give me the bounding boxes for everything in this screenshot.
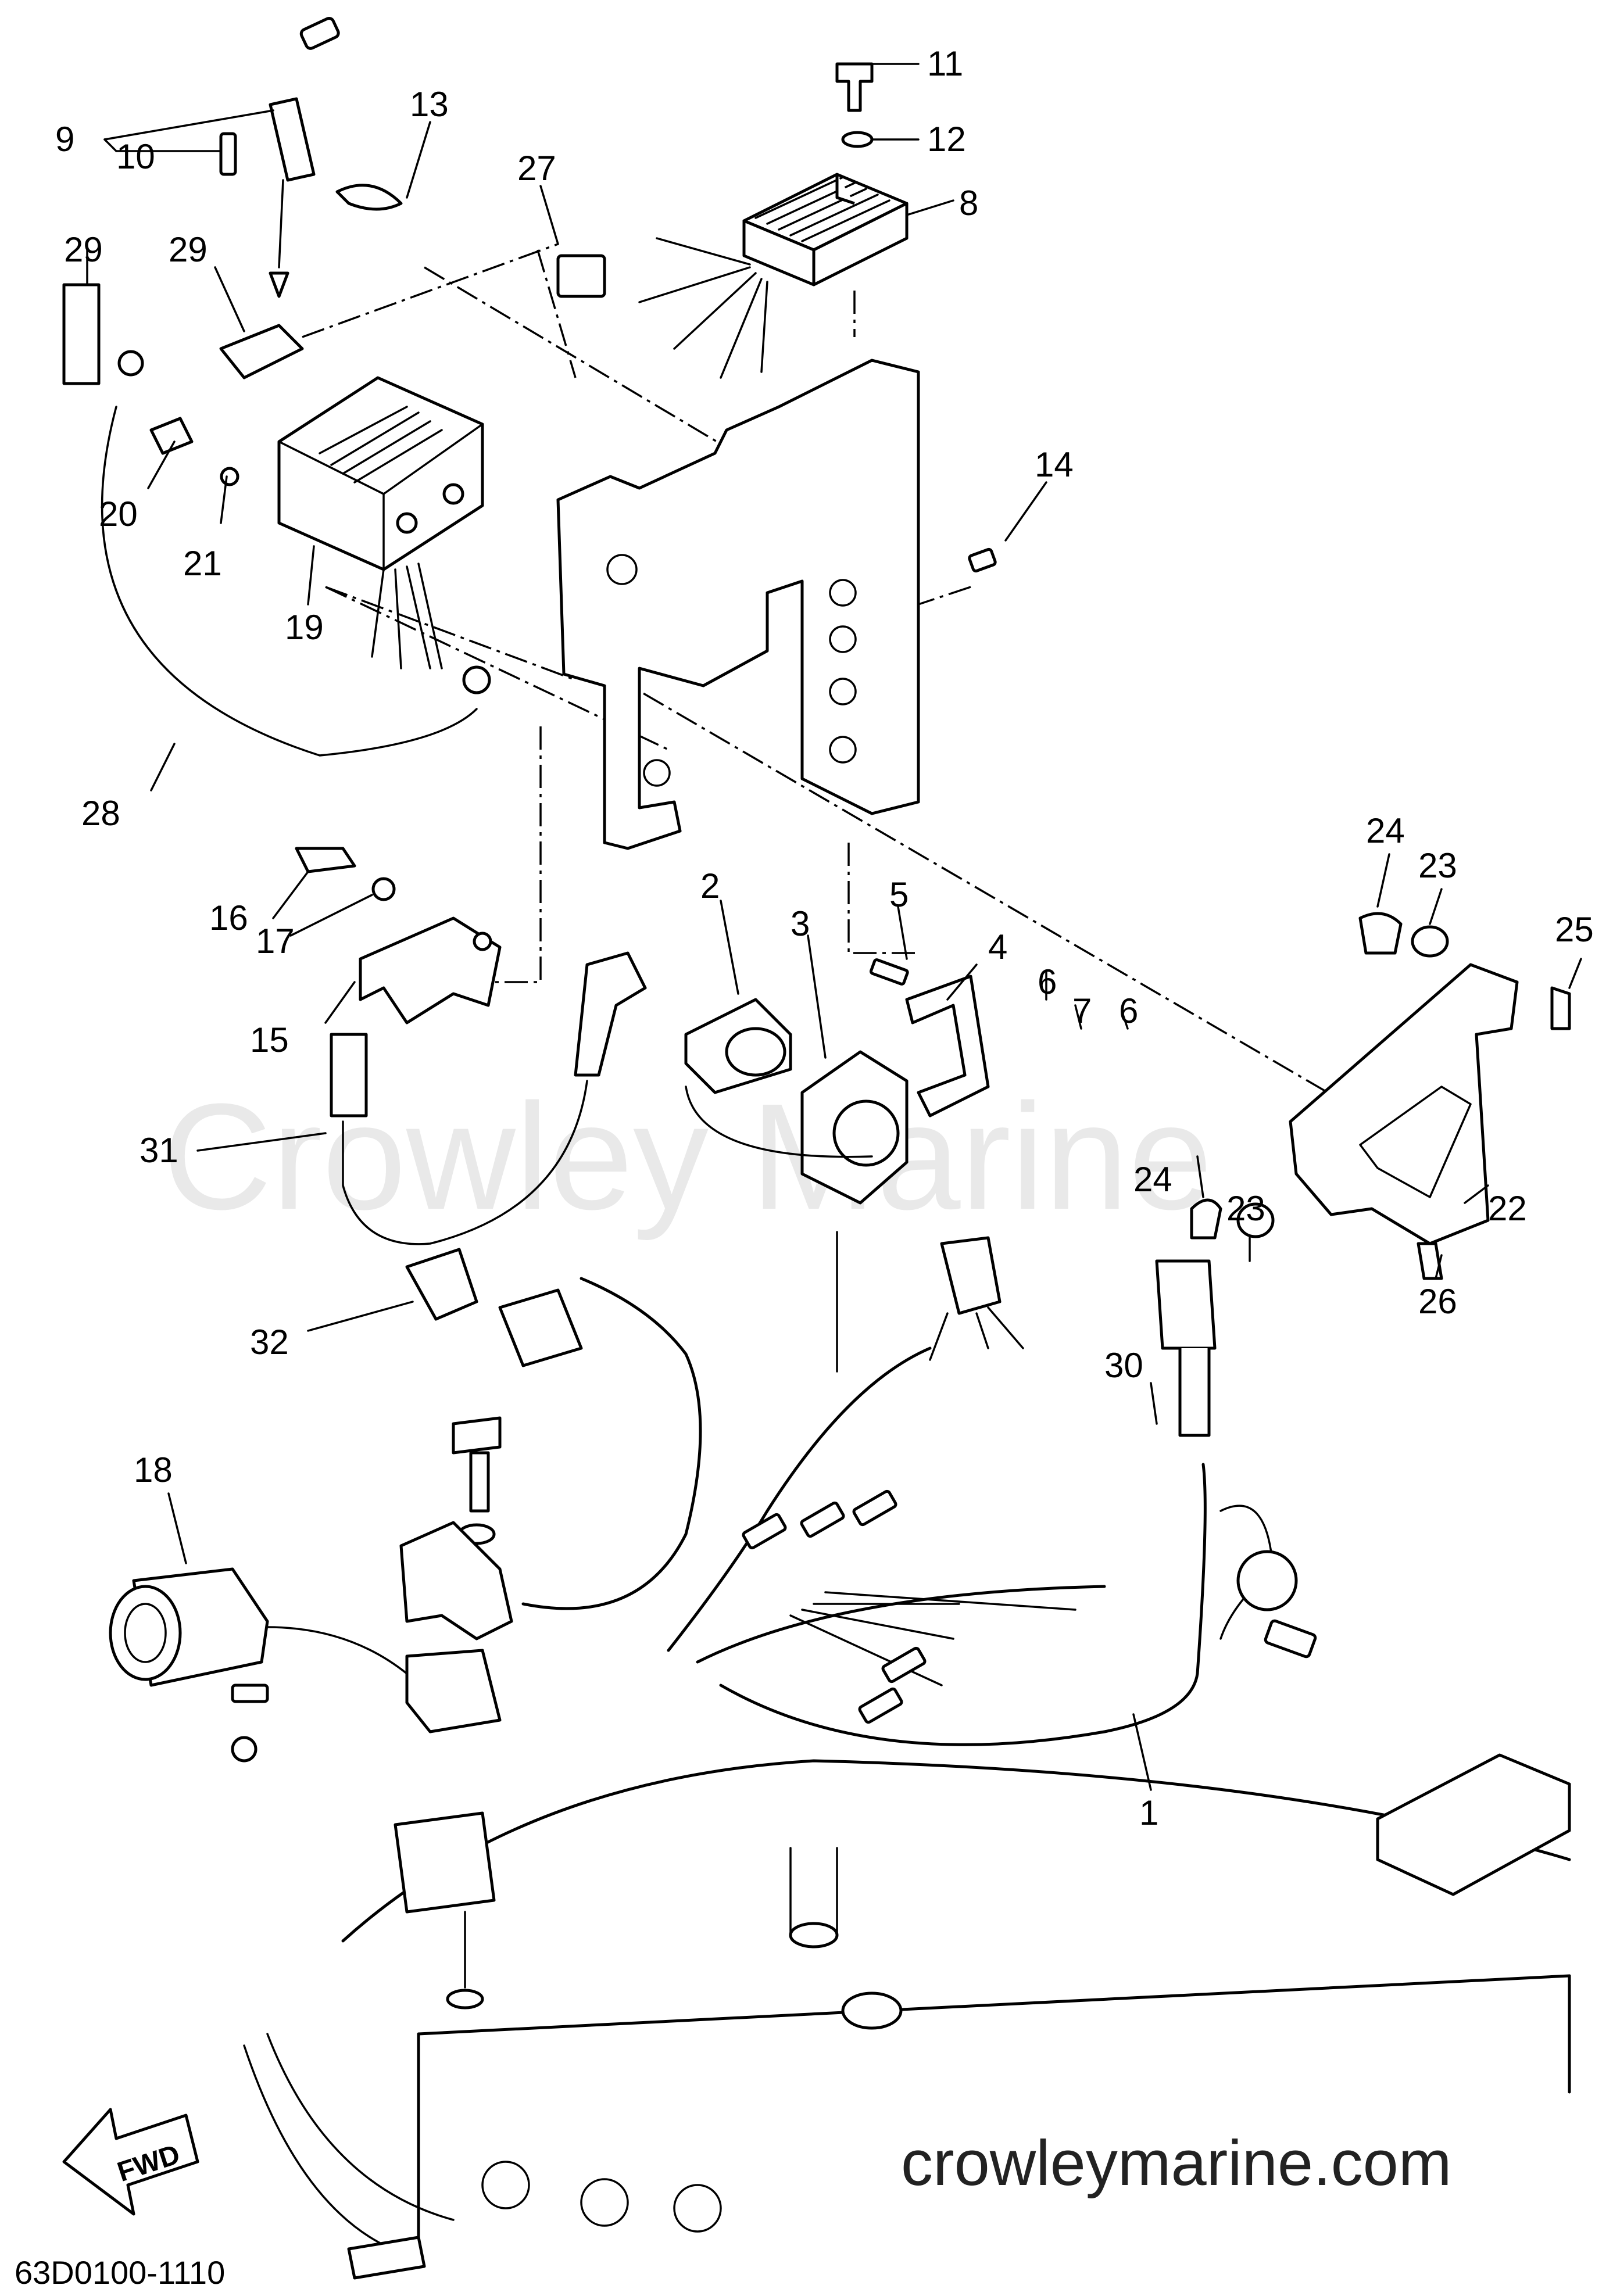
callout-2[interactable]: 2	[700, 866, 720, 905]
callout-23b[interactable]: 23	[1226, 1189, 1265, 1228]
switch-parts	[330, 951, 990, 1245]
callout-14[interactable]: 14	[1035, 445, 1074, 484]
callout-9[interactable]: 9	[55, 120, 74, 159]
callout-10[interactable]: 10	[116, 137, 155, 176]
callout-6b[interactable]: 6	[1119, 991, 1138, 1030]
callout-1[interactable]: 1	[1139, 1793, 1158, 1832]
callout-numbers: 1 2 3 4 5 6 6 7 8 9 10 11 12 13 14 15 16…	[55, 44, 1594, 1832]
cable-holder-part	[399, 1416, 513, 1733]
callout-21[interactable]: 21	[183, 544, 222, 583]
callout-25[interactable]: 25	[1555, 910, 1594, 949]
callout-27[interactable]: 27	[517, 149, 556, 188]
callout-24b[interactable]: 24	[1133, 1160, 1172, 1199]
callout-12[interactable]: 12	[927, 120, 966, 159]
callout-18[interactable]: 18	[134, 1450, 173, 1489]
diagram-code: 63D0100-1110	[15, 2254, 225, 2291]
callout-20[interactable]: 20	[99, 495, 138, 533]
ignition-unit-part	[277, 376, 484, 669]
main-switch-part	[109, 1567, 408, 1763]
small-parts-upper	[62, 17, 997, 757]
callout-8[interactable]: 8	[959, 184, 978, 223]
callout-32[interactable]: 32	[250, 1323, 289, 1362]
bottom-cowling-part	[243, 1753, 1571, 2280]
callout-22[interactable]: 22	[1488, 1189, 1527, 1228]
callout-4[interactable]: 4	[988, 927, 1007, 966]
callout-13[interactable]: 13	[410, 85, 449, 124]
stay-bracket-part	[1190, 912, 1571, 1280]
callout-5[interactable]: 5	[889, 875, 909, 914]
callout-16[interactable]: 16	[209, 898, 248, 937]
callout-3[interactable]: 3	[791, 904, 810, 943]
connector-part	[405, 1248, 583, 1367]
wire-harness-part	[521, 1231, 1317, 1746]
callout-11[interactable]: 11	[927, 44, 963, 83]
callout-23a[interactable]: 23	[1418, 846, 1457, 885]
clamp-part	[295, 847, 502, 1025]
callout-29a[interactable]: 29	[64, 230, 103, 269]
callout-leaders	[86, 63, 1582, 1791]
callout-24a[interactable]: 24	[1366, 811, 1405, 850]
callout-7[interactable]: 7	[1072, 991, 1092, 1030]
callout-30[interactable]: 30	[1104, 1346, 1143, 1385]
callout-19[interactable]: 19	[285, 608, 324, 647]
callout-6a[interactable]: 6	[1038, 962, 1057, 1001]
watermark-text: Crowley Marine	[163, 1073, 1213, 1242]
callout-31[interactable]: 31	[140, 1131, 178, 1170]
callout-28[interactable]: 28	[81, 794, 120, 833]
callout-29b[interactable]: 29	[169, 230, 208, 269]
electrical-bracket-part	[556, 359, 920, 850]
forward-direction-arrow: FWD	[62, 2108, 199, 2216]
website-url[interactable]: crowleymarine.com	[901, 2127, 1451, 2199]
rectifier-regulator-part	[556, 173, 909, 379]
callout-15[interactable]: 15	[250, 1020, 289, 1059]
callout-26[interactable]: 26	[1418, 1282, 1457, 1321]
callout-17[interactable]: 17	[256, 922, 295, 961]
